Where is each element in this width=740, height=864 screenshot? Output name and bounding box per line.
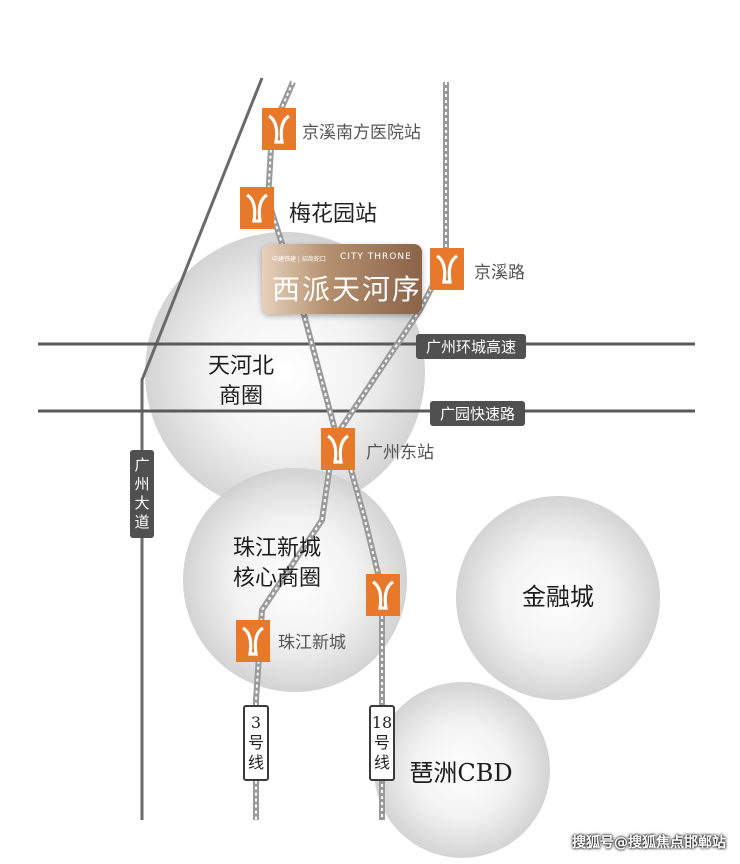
zone-circle-pazhou	[374, 682, 550, 858]
metro-y-icon	[262, 108, 296, 150]
road-guangzhou-avenue	[140, 77, 264, 820]
zone-label-tianhe-north: 天河北 商圈	[207, 354, 274, 409]
station-label-zhujiang-new-town: 珠江新城	[278, 633, 346, 653]
zone-label-pazhou: 琶洲CBD	[409, 759, 513, 787]
project-name-en: CITY THRONE	[340, 252, 412, 262]
zone-label-finance-city: 金融城	[522, 583, 594, 611]
metro-line-3-label: 3 号 线	[243, 705, 269, 781]
metro-y-icon	[430, 248, 464, 290]
station-label-guangzhou-east: 广州东站	[366, 443, 434, 463]
road-label-guangyuan: 广园快速路	[430, 401, 526, 426]
metro-y-icon	[240, 187, 274, 229]
watermark: 搜狐号@搜狐焦点邯郸站	[572, 835, 726, 851]
project-marker: 中建铁建 | 招商蛇口 CITY THRONE 西派天河序	[262, 244, 422, 314]
project-name-cn: 西派天河序	[272, 273, 423, 306]
metro-y-icon	[366, 574, 400, 616]
station-label-jingxi-hospital: 京溪南方医院站	[302, 123, 421, 143]
station-label-meihuayuan: 梅花园站	[289, 202, 378, 227]
station-label-jingxilu: 京溪路	[474, 263, 525, 283]
road-label-guangzhou-avenue: 广 州 大 道	[130, 450, 154, 538]
zone-label-zhujiang: 珠江新城 核心商圈	[232, 536, 321, 591]
metro-y-icon	[321, 428, 355, 470]
road-label-ring-highway: 广州环城高速	[416, 334, 527, 359]
project-developer: 中建铁建 | 招商蛇口	[272, 256, 326, 263]
zone-circle-finance-city	[456, 496, 660, 700]
metro-y-icon	[236, 620, 270, 662]
metro-line-18-label: 18 号 线	[369, 705, 395, 781]
